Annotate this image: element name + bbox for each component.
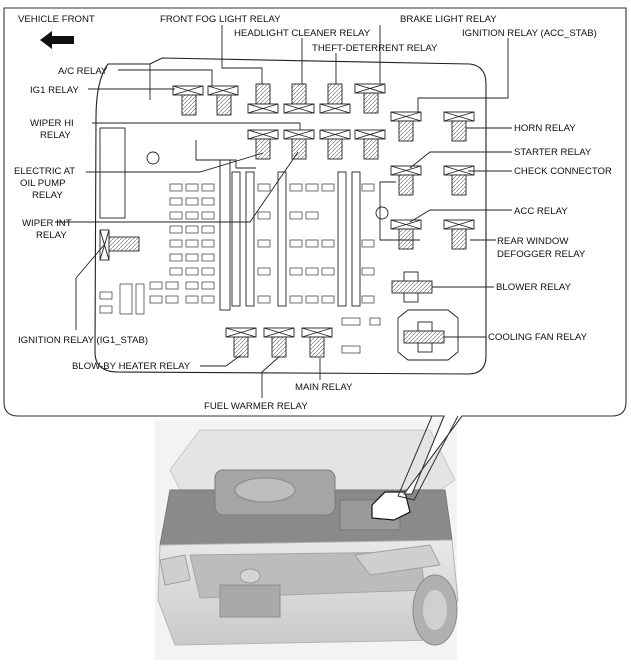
starter-relay-block [390,165,422,196]
leader-lines [55,25,512,398]
brand-emblem [239,568,261,584]
ignition-relay-ig1-stab-label: IGNITION RELAY (IG1_STAB) [18,335,148,346]
starter-relay-label: STARTER RELAY [514,147,592,158]
check-connector-label: CHECK CONNECTOR [514,166,612,177]
relays [99,83,475,361]
rear-window-label-line2: DEFOGGER RELAY [497,249,586,260]
arrow-left-icon [40,31,74,49]
wiper-int-relay-label-line1: WIPER INT [22,218,72,229]
labels: FRONT FOG LIGHT RELAY BRAKE LIGHT RELAY … [14,14,612,412]
license-plate [219,584,281,618]
acc-relay-label: ACC RELAY [514,206,568,217]
horn-relay-block [443,111,475,142]
main-relay-block [301,327,333,358]
mount-hole-right [375,206,389,220]
electric-at-label-line1: ELECTRIC AT [14,166,75,177]
engine-top [234,477,296,503]
fuel-warmer-relay-label: FUEL WARMER RELAY [204,401,308,412]
ignition-relay-acc-stab-label: IGNITION RELAY (ACC_STAB) [462,28,597,39]
brake-light-relay-block [354,83,386,114]
fuse-block-body [99,127,389,311]
brake-light-relay-label: BRAKE LIGHT RELAY [400,14,497,25]
blow-by-heater-relay-label: BLOW-BY HEATER RELAY [72,361,191,372]
electric-at-label-line2: OIL PUMP [20,178,66,189]
front-fog-relay-block [247,83,279,114]
wiper-hi-relay-label-line1: WIPER HI [30,118,74,129]
front-fog-light-relay-label: FRONT FOG LIGHT RELAY [160,14,281,25]
wiper-int-relay-label-line2: RELAY [36,230,67,241]
vehicle-front-label: VEHICLE FRONT [18,14,95,25]
rear-window-label-line1: REAR WINDOW [497,236,569,247]
wheel-hub [423,590,447,630]
blow-by-relay-block [225,327,257,358]
ignition-ig1-relay-block [99,229,140,261]
fuel-warmer-relay-block [263,327,295,358]
ig1-relay-label: IG1 RELAY [30,85,79,96]
row2-relay-4 [354,129,386,160]
theft-relay-block [319,83,351,114]
callout-pointer [397,415,459,501]
horn-relay-label: HORN RELAY [514,123,576,134]
check-connector-block [443,165,475,196]
vehicle-illustration [155,420,459,660]
electric-at-label-line3: RELAY [32,190,63,201]
blower-relay-block [391,271,433,303]
cooling-fan-relay-block [397,309,459,361]
headlight-left [159,554,191,586]
theft-deterrent-relay-label: THEFT-DETERRENT RELAY [312,43,438,54]
left-panel [99,127,126,219]
acc-relay-block [390,219,422,250]
fuse-box-location [371,491,411,521]
headlight-cleaner-relay-block [283,83,315,114]
horn-left-relay-block [390,111,422,142]
main-relay-label: MAIN RELAY [295,382,353,393]
ig1-relay-block [172,85,204,116]
row2-relay-2 [283,129,315,160]
row2-relay-3 [319,129,351,160]
ac-relay-label: A/C RELAY [58,66,108,77]
ac-relay-block [207,85,239,116]
headlight-cleaner-relay-label: HEADLIGHT CLEANER RELAY [234,28,371,39]
cooling-fan-relay-label: COOLING FAN RELAY [488,332,588,343]
blower-relay-label: BLOWER RELAY [496,282,572,293]
headlight [354,544,441,576]
mount-hole-left [146,151,160,165]
rear-window-relay-block [443,219,475,250]
wiper-hi-relay-label-line2: RELAY [40,130,71,141]
mini-fuse-grid [99,183,381,354]
